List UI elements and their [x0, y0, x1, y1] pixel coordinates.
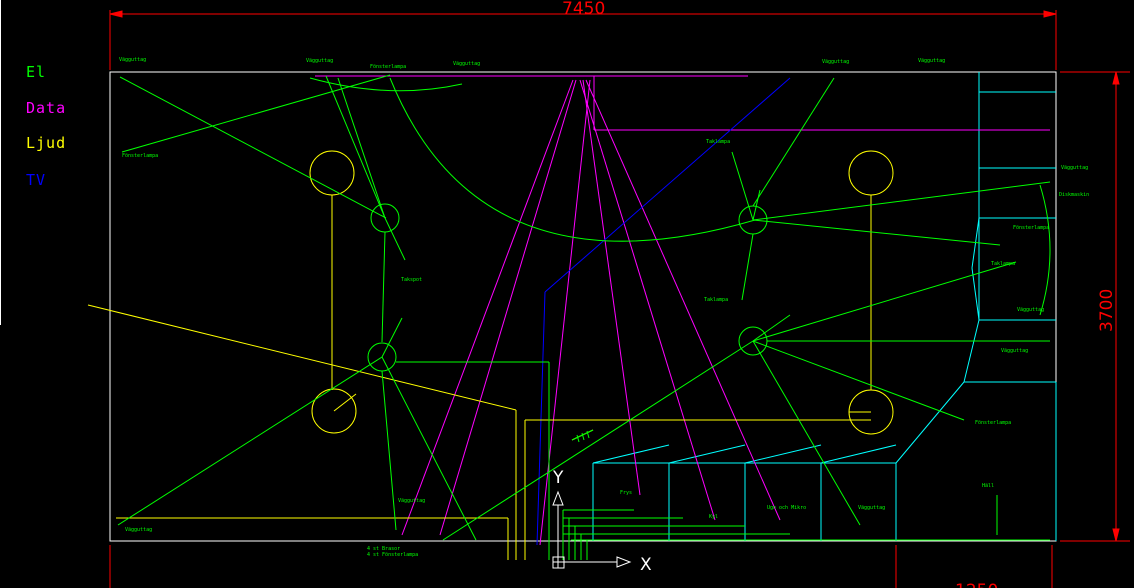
- legend-tv: TV: [26, 171, 47, 189]
- legend-ljud: Ljud: [26, 134, 67, 152]
- label-hall: Häll: [982, 483, 994, 489]
- label-frys: Frys: [620, 490, 632, 496]
- data-cabling: [315, 75, 1050, 546]
- label-vagguttag-8: Vägguttag: [1001, 348, 1028, 354]
- legend-data: Data: [26, 99, 67, 117]
- dimension-height: 3700: [1097, 289, 1117, 332]
- room-outline: [109, 71, 1057, 542]
- label-vagguttag-11: Vägguttag: [125, 527, 152, 533]
- label-diskmaskin: Diskmaskin: [1059, 192, 1089, 198]
- dimension-width: 7450: [562, 0, 605, 19]
- ucs-icon: [552, 490, 632, 569]
- kitchen-cabinets: [592, 72, 1057, 541]
- axis-x-label: X: [640, 555, 652, 575]
- electrical-wiring: [117, 74, 1051, 560]
- label-vagguttag-2: Vägguttag: [306, 58, 333, 64]
- label-fonsterlampa-3: Fönsterlampa: [1013, 225, 1049, 231]
- label-vagguttag-5: Vägguttag: [918, 58, 945, 64]
- label-vagguttag-10: Vägguttag: [398, 498, 425, 504]
- label-fonsterlampa-4: Fönsterlampa: [975, 420, 1011, 426]
- dimension-bottom: 1250: [955, 581, 998, 588]
- legend-el: El: [26, 63, 47, 81]
- label-vagguttag-4: Vägguttag: [822, 59, 849, 65]
- label-taklampa-2: Taklampa: [704, 297, 728, 303]
- dimension-lines: [109, 10, 1130, 588]
- label-fonsterlampa-1: Fönsterlampa: [370, 64, 406, 70]
- label-bottom-note-2: 4 st Fönsterlampa: [367, 552, 418, 558]
- label-taklampa-1: Taklampa: [706, 139, 730, 145]
- label-ugn: Ugn och Mikro: [767, 505, 806, 511]
- fixture-labels: Vägguttag Vägguttag Fönsterlampa Väggutt…: [119, 57, 1089, 558]
- label-kyl: Kyl: [709, 514, 718, 520]
- label-vagguttag-7: Vägguttag: [1017, 307, 1044, 313]
- label-vagguttag-9: Vägguttag: [858, 505, 885, 511]
- axis-y-label: Y: [552, 468, 564, 488]
- audio-cabling: [87, 150, 894, 560]
- label-vagguttag-6: Vägguttag: [1061, 165, 1088, 171]
- label-fonsterlampa-2: Fönsterlampa: [122, 153, 158, 159]
- label-bottom-note-1: 4 st Brasor: [367, 546, 400, 552]
- tv-cabling: [536, 77, 791, 546]
- label-vagguttag-3: Vägguttag: [453, 61, 480, 67]
- label-taklampa-3: Taklampa: [991, 261, 1015, 267]
- label-takspot: Takspot: [401, 277, 422, 283]
- label-vagguttag-1: Vägguttag: [119, 57, 146, 63]
